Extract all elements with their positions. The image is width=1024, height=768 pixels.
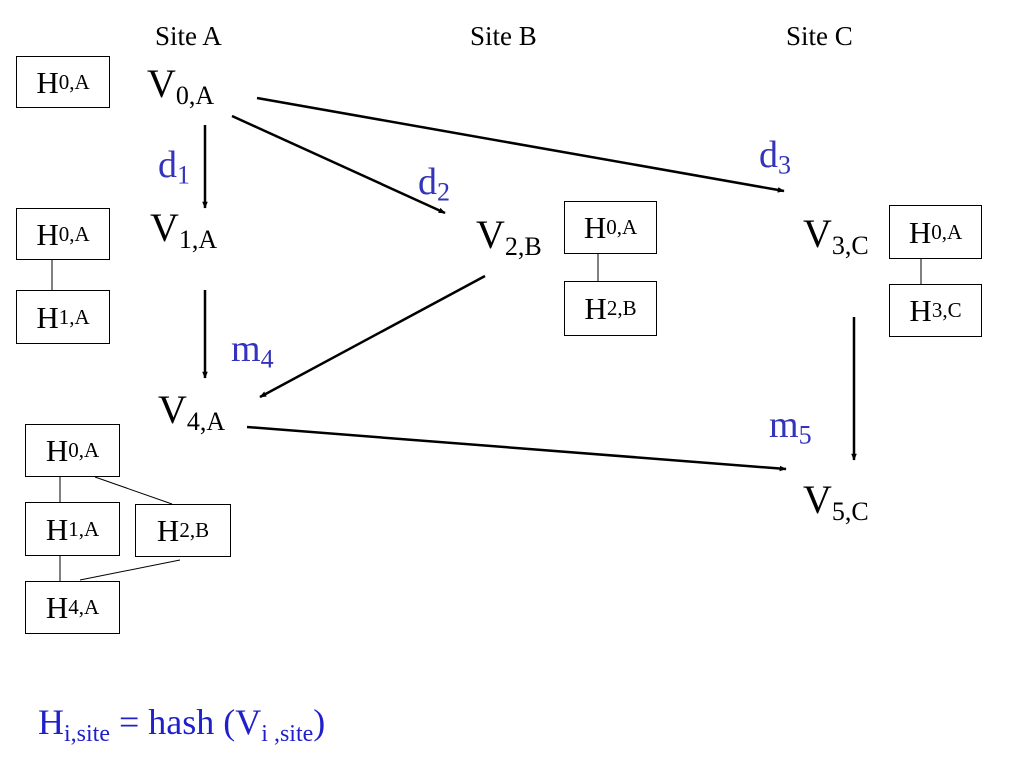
- edge-label-m5: m5: [769, 404, 812, 450]
- hash-formula: Hi,site = hash (Vi ,site): [38, 702, 326, 748]
- edge-d3: [256, 96, 785, 193]
- edge-m4: [259, 274, 486, 399]
- edge-label-d1: d1: [158, 144, 190, 190]
- edge-d2: [231, 114, 446, 215]
- site-a-header: Site A: [155, 21, 222, 51]
- site-b-header: Site B: [470, 21, 537, 51]
- version-v2-b: V2,B: [476, 212, 542, 261]
- edge-label-d3: d3: [759, 134, 791, 180]
- version-v0-a: V0,A: [147, 61, 215, 110]
- version-v5-c: V5,C: [803, 477, 869, 526]
- version-v4-a: V4,A: [158, 387, 226, 436]
- version-v3-c: V3,C: [803, 211, 869, 260]
- version-v1-a: V1,A: [150, 205, 218, 254]
- hash-link: [94, 476, 173, 505]
- edge-v4-v5: [246, 425, 787, 472]
- site-c-header: Site C: [786, 21, 853, 51]
- edge-label-d2: d2: [418, 161, 450, 207]
- edge-label-m4: m4: [231, 328, 274, 374]
- hash-link: [79, 559, 181, 581]
